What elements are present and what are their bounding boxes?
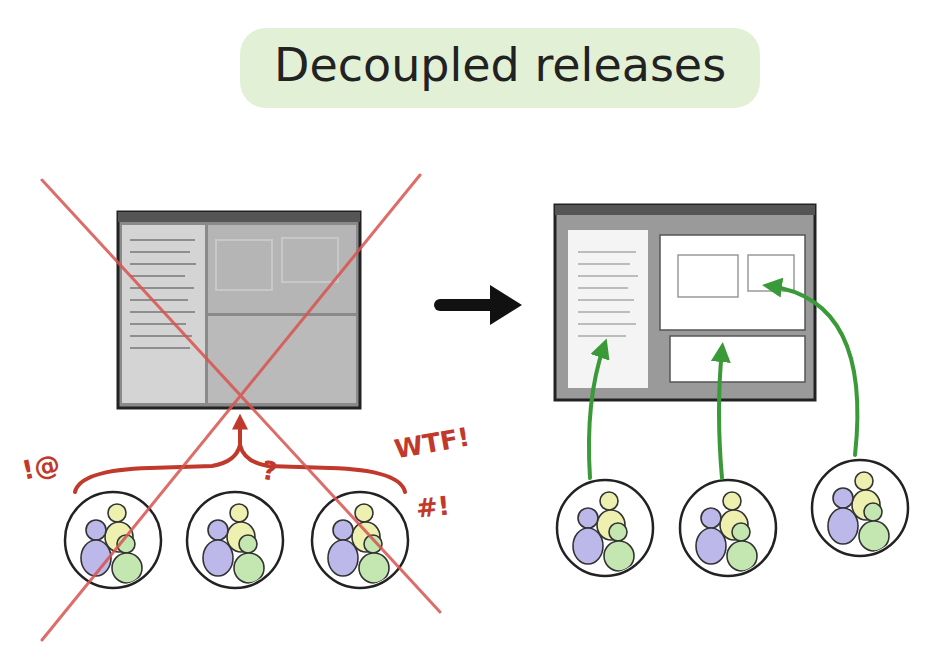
decoupled-window-part-part — [578, 251, 636, 253]
team-group-part — [187, 492, 283, 588]
merge-bracket-part — [238, 420, 242, 446]
release-arrow — [589, 286, 857, 478]
decoupled-window-part-part — [578, 263, 630, 265]
decoupled-window-part — [678, 255, 738, 297]
decoupled-window — [555, 205, 815, 400]
coupled-window-part — [118, 212, 360, 222]
coupled-window — [118, 212, 360, 408]
coupled-window-part-part — [130, 239, 195, 241]
transition-arrow-part — [490, 285, 522, 325]
decoupled-window-part-part — [578, 287, 628, 289]
team-group-part — [557, 480, 653, 576]
decoupled-window-part-part — [578, 335, 626, 337]
team-group-part — [65, 492, 161, 588]
exclamation-note: WTF! — [392, 422, 472, 465]
coupled-window-part-part — [130, 335, 192, 337]
decoupled-window-part-part — [578, 311, 630, 313]
transition-arrow — [440, 285, 522, 325]
exclamation-note: #! — [415, 490, 452, 523]
team-group — [65, 492, 408, 588]
cross-out — [42, 175, 440, 640]
decoupled-window-part — [578, 252, 638, 336]
decoupled-window-part — [660, 235, 805, 330]
coupled-window-part-part — [130, 275, 185, 277]
coupled-window-part — [208, 316, 356, 403]
decoupled-window-part — [568, 230, 648, 388]
team-group-part — [812, 460, 908, 556]
exclamation-note: ? — [260, 455, 279, 487]
release-arrow-part — [589, 346, 604, 478]
coupled-window-part — [130, 240, 196, 348]
merge-bracket — [75, 420, 405, 492]
team-group-part — [680, 480, 776, 576]
cross-out-part — [42, 175, 420, 640]
title-band: Decoupled releases — [240, 28, 760, 108]
coupled-window-part — [282, 238, 338, 282]
coupled-window-part-part — [130, 299, 188, 301]
release-arrow-part — [719, 350, 722, 478]
coupled-window-part — [118, 212, 360, 408]
coupled-window-part-part — [130, 263, 196, 265]
team-group-part — [312, 492, 408, 588]
decoupled-window-part — [555, 205, 815, 400]
merge-bracket-part — [75, 445, 405, 492]
release-arrow-part — [770, 286, 857, 455]
team-group — [557, 460, 908, 576]
decoupled-window-part — [670, 336, 805, 382]
decoupled-window-part-part — [578, 299, 634, 301]
coupled-window-part-part — [130, 251, 190, 253]
coupled-window-part — [216, 240, 272, 290]
decoupled-window-part-part — [578, 275, 638, 277]
coupled-window-part-part — [130, 323, 186, 325]
coupled-window-part-part — [130, 347, 190, 349]
exclamation-note: !@ — [19, 448, 62, 485]
transition-arrow-part — [440, 299, 498, 311]
coupled-window-part — [208, 225, 356, 313]
decoupled-window-part-part — [578, 323, 636, 325]
decoupled-window-part — [555, 205, 815, 215]
